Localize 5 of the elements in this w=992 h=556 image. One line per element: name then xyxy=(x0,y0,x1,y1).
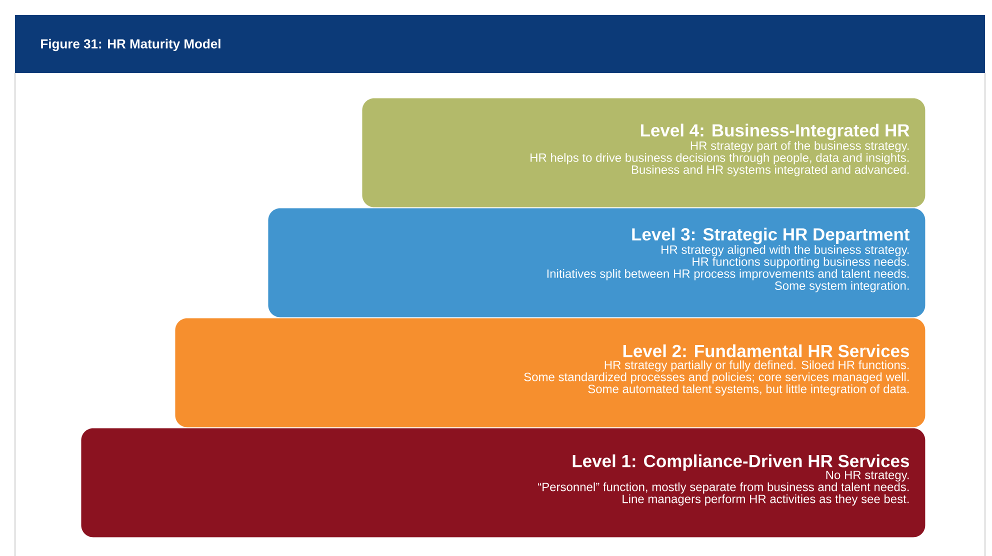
title-banner: Figure 31: HR Maturity Model xyxy=(15,15,985,73)
level-box: Level 1: Compliance-Driven HR Services No HR strategy. “Personnel” function, mostly separate from business and talent needs. Line managers perform HR activities as they see best. xyxy=(81,428,926,538)
level-box: Level 4: Business-Integrated HR HR strategy part of the business strategy. HR helps to drive business decisions through people, data and insights. Business and HR systems integrated and advanced. xyxy=(362,98,926,208)
level-box: Level 3: Strategic HR Department HR strategy aligned with the business strategy. HR functions supporting business needs. Initiatives split between HR process improvements and talent needs. Some system integration. xyxy=(268,208,926,318)
level-box: Level 2: Fundamental HR Services HR strategy partially or fully defined. Siloed HR functions. Some standardized processes and policies; core services managed well. Some automated talent systems, but little integration of data. xyxy=(175,318,926,428)
